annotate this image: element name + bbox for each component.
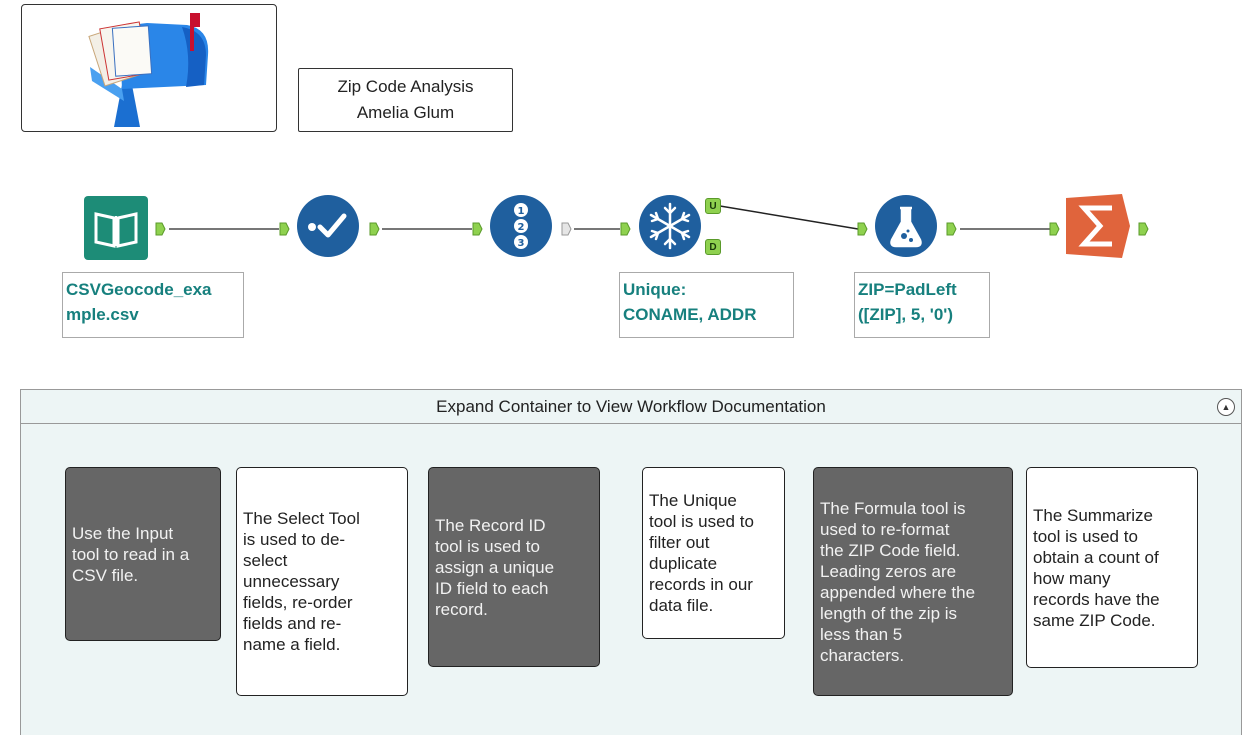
numbered-list-icon: 1 2 3 xyxy=(490,195,552,257)
note-record-id-tool[interactable]: The Record ID tool is used to assign a u… xyxy=(428,467,600,667)
workflow-title-box[interactable]: Zip Code Analysis Amelia Glum xyxy=(298,68,513,132)
collapse-icon[interactable]: ▲ xyxy=(1217,398,1235,416)
workflow-title: Zip Code Analysis xyxy=(337,77,474,96)
unique-tool-annotation[interactable]: Unique: CONAME, ADDR xyxy=(619,272,794,338)
select-tool[interactable] xyxy=(296,194,360,263)
sigma-icon xyxy=(1066,194,1130,258)
check-icon xyxy=(297,195,359,257)
connection-input-select[interactable] xyxy=(169,228,279,230)
select-output-anchor-icon[interactable] xyxy=(369,222,380,236)
note-select-tool[interactable]: The Select Tool is used to de- select un… xyxy=(236,467,408,696)
input-tool[interactable] xyxy=(84,196,148,265)
note-summarize-tool[interactable]: The Summarize tool is used to obtain a c… xyxy=(1026,467,1198,668)
unique-input-anchor-icon[interactable] xyxy=(620,222,631,236)
summarize-output-anchor-icon[interactable] xyxy=(1138,222,1149,236)
note-formula-tool[interactable]: The Formula tool is used to re-format th… xyxy=(813,467,1013,696)
unique-tool[interactable] xyxy=(638,194,702,263)
connection-formula-summarize[interactable] xyxy=(960,228,1050,230)
connection-select-recordid[interactable] xyxy=(382,228,472,230)
container-header[interactable]: Expand Container to View Workflow Docume… xyxy=(21,390,1241,424)
note-unique-tool[interactable]: The Unique tool is used to filter out du… xyxy=(642,467,785,639)
input-output-anchor-icon[interactable] xyxy=(155,222,166,236)
formula-tool[interactable] xyxy=(874,194,938,263)
workflow-author: Amelia Glum xyxy=(356,103,455,122)
svg-text:2: 2 xyxy=(518,222,525,233)
input-tool-annotation[interactable]: CSVGeocode_exa mple.csv xyxy=(62,272,244,338)
recordid-output-anchor-icon[interactable] xyxy=(561,222,572,236)
note-input-tool[interactable]: Use the Input tool to read in a CSV file… xyxy=(65,467,221,641)
snowflake-icon xyxy=(639,195,701,257)
mailbox-icon xyxy=(88,13,209,127)
unique-output-anchor-u[interactable]: U xyxy=(705,198,721,214)
container-title: Expand Container to View Workflow Docume… xyxy=(436,396,826,416)
flask-icon xyxy=(875,195,937,257)
formula-input-anchor-icon[interactable] xyxy=(857,222,868,236)
summarize-input-anchor-icon[interactable] xyxy=(1049,222,1060,236)
unique-output-anchor-d[interactable]: D xyxy=(705,239,721,255)
book-icon xyxy=(84,196,148,260)
recordid-input-anchor-icon[interactable] xyxy=(472,222,483,236)
svg-text:3: 3 xyxy=(518,238,525,249)
record-id-tool[interactable]: 1 2 3 xyxy=(489,194,553,263)
svg-text:1: 1 xyxy=(518,206,525,217)
select-input-anchor-icon[interactable] xyxy=(279,222,290,236)
connection-unique-formula[interactable] xyxy=(718,200,863,235)
formula-tool-annotation[interactable]: ZIP=PadLeft ([ZIP], 5, '0') xyxy=(854,272,990,338)
workflow-header-image[interactable] xyxy=(21,4,277,132)
connection-recordid-unique[interactable] xyxy=(574,228,620,230)
formula-output-anchor-icon[interactable] xyxy=(946,222,957,236)
summarize-tool[interactable] xyxy=(1066,194,1130,263)
